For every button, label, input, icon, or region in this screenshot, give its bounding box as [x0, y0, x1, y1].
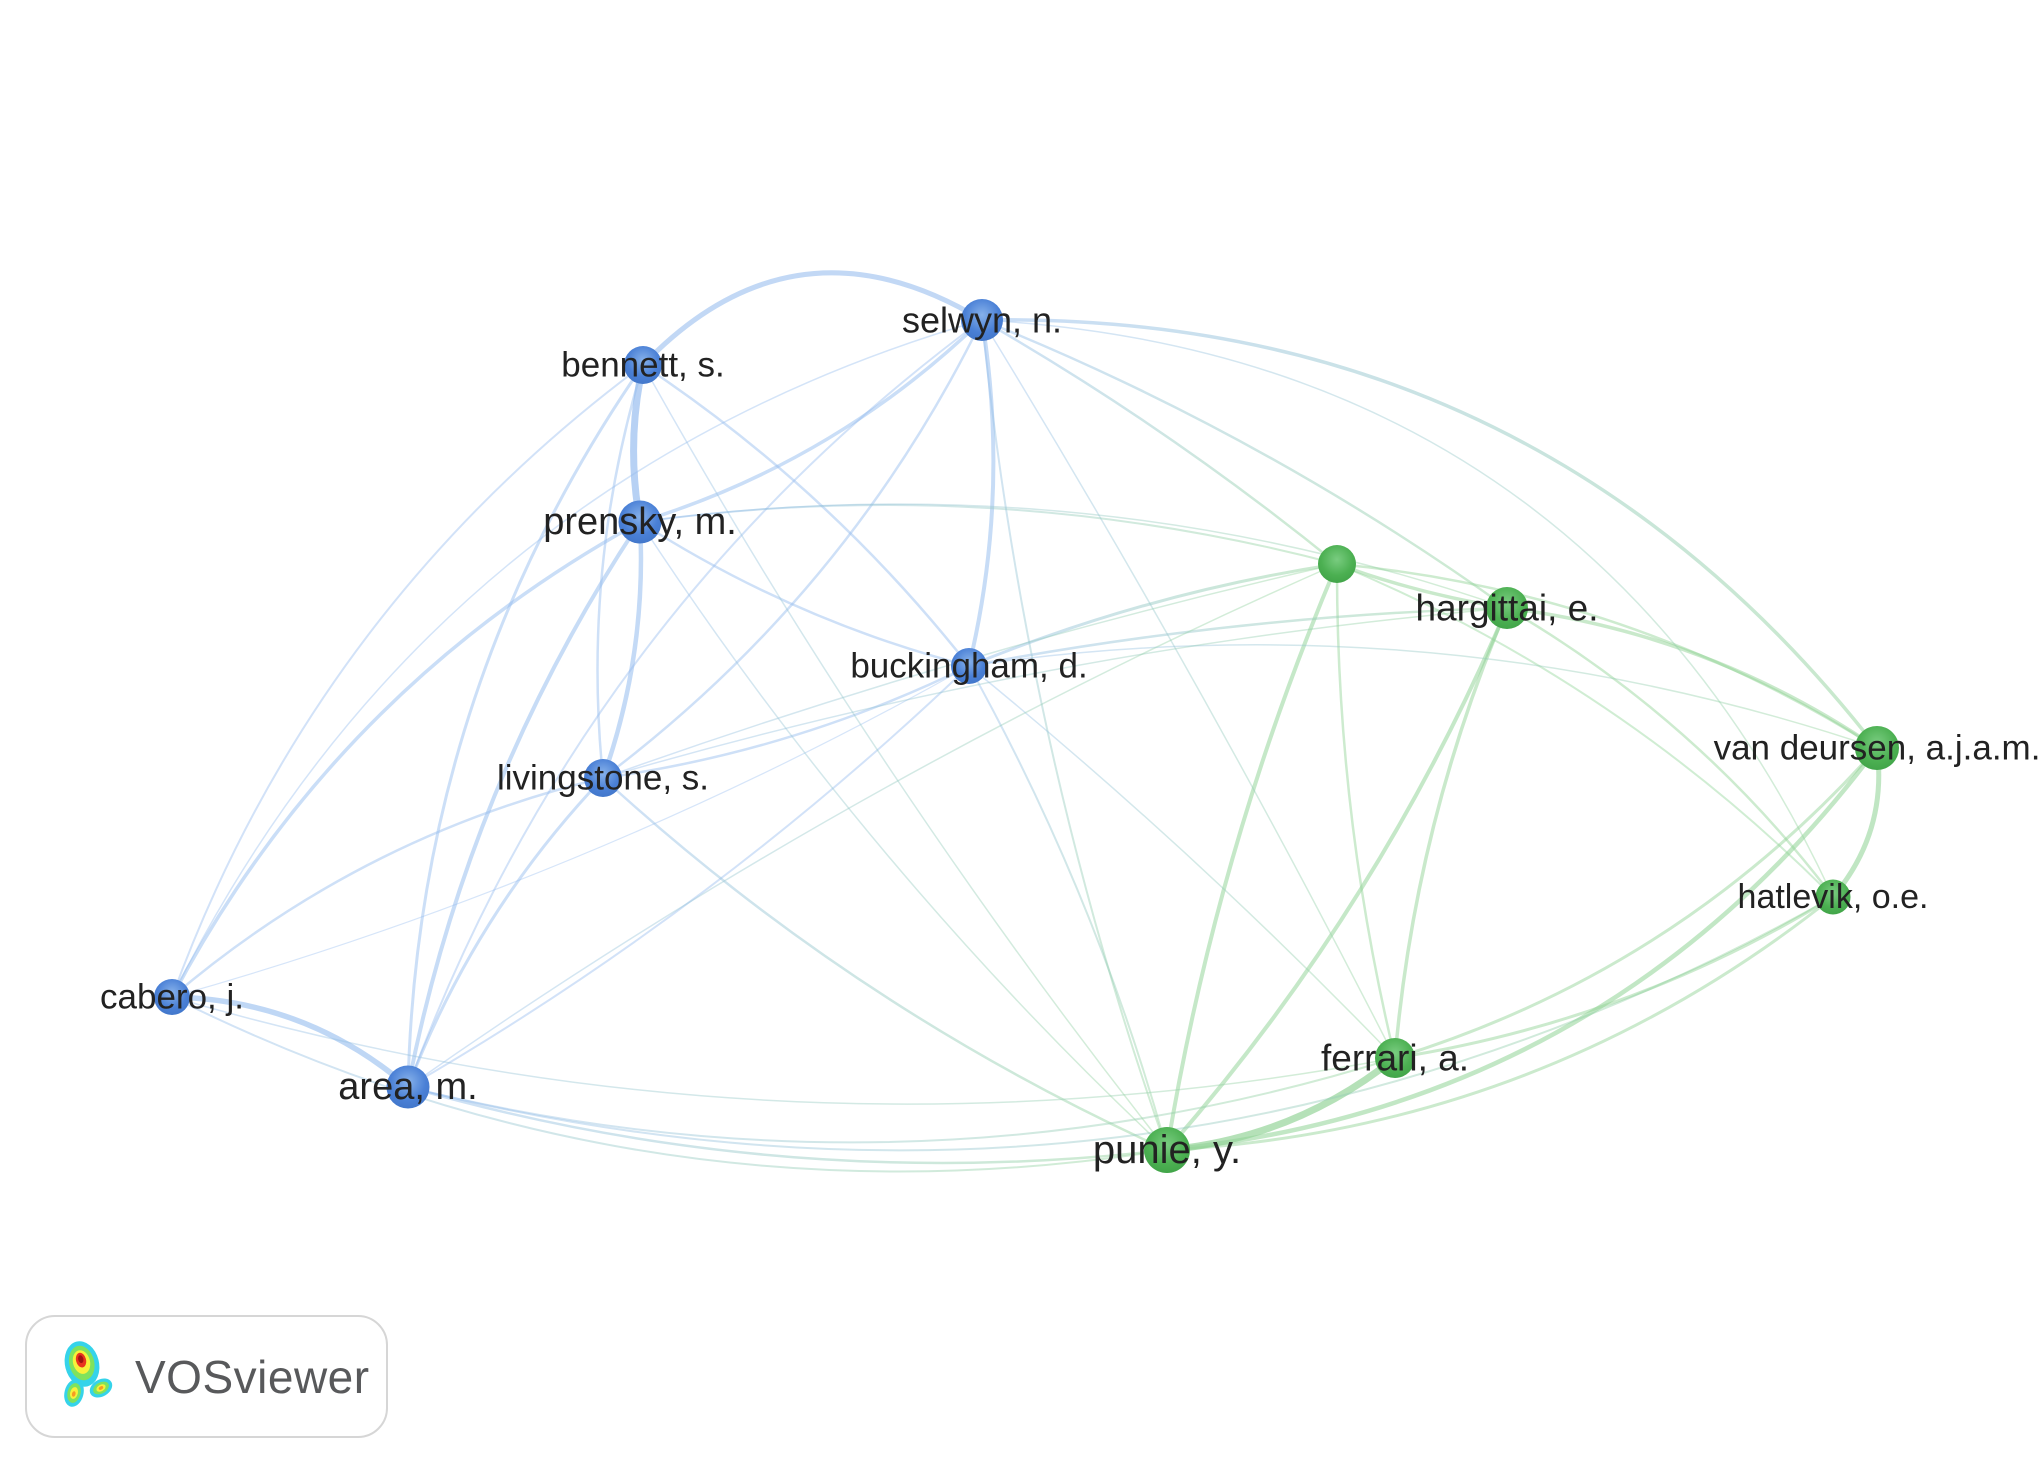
network-node-hatlevik[interactable]: [1815, 879, 1851, 915]
network-edge-bennett-selwyn: [640, 270, 985, 368]
network-edge-selwyn-livingstone: [601, 318, 984, 780]
network-node-area[interactable]: [386, 1065, 430, 1109]
network-edge-buckingham-cabero: [171, 665, 970, 998]
network-edge-prensky-cabero: [170, 520, 642, 999]
network-edge-punie-unnamed: [1165, 562, 1339, 1152]
vosviewer-heatmap-icon: [64, 1340, 113, 1407]
network-edge-buckingham-livingstone: [601, 664, 971, 780]
network-edge-hargittai-hatlevik: [1505, 606, 1835, 899]
network-edge-bennett-cabero: [171, 364, 644, 998]
node-label-bennett[interactable]: bennett, s.: [561, 346, 724, 385]
network-edge-prensky-area: [406, 520, 642, 1089]
network-node-livingstone[interactable]: [584, 759, 622, 797]
network-edge-selwyn-cabero: [171, 319, 983, 998]
network-node-prensky[interactable]: [618, 500, 662, 544]
vosviewer-logo: VOSviewer: [25, 1315, 388, 1438]
network-edge-unnamed-vandeursen: [1335, 562, 1879, 750]
network-node-punie[interactable]: [1144, 1127, 1190, 1173]
network-edge-livingstone-area: [406, 776, 605, 1089]
network-node-unnamed[interactable]: [1318, 545, 1356, 583]
network-edge-prensky-hargittai: [639, 503, 1508, 609]
network-edge-selwyn-area: [407, 319, 983, 1088]
network-node-selwyn[interactable]: [961, 299, 1003, 341]
network-node-bennett[interactable]: [624, 346, 662, 384]
node-label-prensky[interactable]: prensky, m.: [543, 501, 737, 543]
vosviewer-logo-text: VOSviewer: [135, 1350, 370, 1403]
labels-layer: selwyn, n. bennett, s. prensky, m. buckingh…: [100, 300, 2040, 1173]
network-node-vandeursen[interactable]: [1855, 726, 1899, 770]
network-edge-ferrari-hatlevik: [1393, 895, 1835, 1060]
network-edge-selwyn-ferrari: [981, 319, 1396, 1059]
node-label-hargittai[interactable]: hargittai, e.: [1415, 588, 1598, 629]
network-edge-ferrari-unnamed: [1335, 562, 1397, 1060]
network-edge-cabero-punie: [171, 996, 1168, 1173]
network-edge-buckingham-ferrari: [968, 665, 1396, 1059]
network-edge-ferrari-vandeursen: [1393, 746, 1879, 1060]
network-edge-punie-hatlevik: [1165, 895, 1835, 1152]
network-edge-buckingham-unnamed: [967, 562, 1339, 668]
network-edge-area-ferrari: [407, 1057, 1396, 1144]
network-node-hargittai[interactable]: [1486, 587, 1528, 629]
network-edge-bennett-livingstone: [596, 363, 645, 780]
node-label-vandeursen[interactable]: van deursen, a.j.a.m.: [1714, 729, 2041, 768]
network-edge-area-hatlevik: [407, 896, 1834, 1152]
nodes-layer: [154, 299, 1899, 1173]
network-edge-livingstone-cabero: [170, 776, 605, 999]
network-edge-selwyn-hatlevik: [981, 319, 1834, 898]
network-edge-buckingham-vandeursen: [968, 644, 1878, 749]
network-edge-cabero-ferrari: [171, 996, 1396, 1105]
network-edge-selwyn-buckingham: [967, 318, 996, 668]
network-edge-area-punie: [406, 1085, 1169, 1165]
network-edge-buckingham-hargittai: [967, 606, 1509, 668]
network-edge-livingstone-hargittai: [602, 607, 1508, 779]
edges-layer: [169, 270, 1882, 1173]
network-edge-prensky-livingstone: [600, 519, 644, 781]
network-edge-cabero-area: [169, 994, 411, 1090]
node-label-ferrari[interactable]: ferrari, a.: [1321, 1038, 1469, 1079]
network-edge-buckingham-punie: [968, 665, 1168, 1151]
network-edge-unnamed-hatlevik: [1336, 563, 1834, 898]
network-edge-prensky-selwyn: [638, 318, 984, 524]
network-edge-bennett-area: [406, 363, 645, 1089]
network-edge-prensky-punie: [639, 521, 1168, 1151]
node-label-hatlevik[interactable]: hatlevik, o.e.: [1738, 878, 1929, 916]
network-edge-punie-vandeursen: [1164, 745, 1880, 1153]
network-node-buckingham[interactable]: [951, 648, 987, 684]
network-edge-ferrari-hargittai: [1393, 606, 1509, 1060]
network-edge-bennett-punie: [642, 364, 1168, 1151]
network-edge-prensky-buckingham: [638, 520, 971, 668]
network-node-cabero[interactable]: [154, 979, 190, 1015]
network-node-ferrari[interactable]: [1375, 1038, 1415, 1078]
network-edge-selwyn-punie: [981, 319, 1168, 1151]
node-label-livingstone[interactable]: livingstone, s.: [497, 759, 709, 798]
network-edge-livingstone-punie: [601, 776, 1169, 1152]
network-edge-selwyn-vandeursen: [980, 318, 1879, 750]
node-label-area[interactable]: area, m.: [338, 1066, 477, 1108]
node-label-buckingham[interactable]: buckingham, d.: [850, 647, 1087, 686]
network-edge-hargittai-vandeursen: [1505, 606, 1879, 750]
node-label-punie[interactable]: punie, y.: [1093, 1128, 1241, 1172]
network-edge-selwyn-hargittai: [980, 318, 1509, 610]
network-edge-area-unnamed: [407, 563, 1338, 1088]
network-edge-bennett-buckingham: [641, 363, 971, 668]
network-edge-punie-hargittai: [1165, 606, 1509, 1152]
network-edge-buckingham-area: [407, 665, 970, 1088]
node-label-selwyn[interactable]: selwyn, n.: [902, 300, 1062, 341]
node-label-cabero[interactable]: cabero, j.: [100, 978, 244, 1017]
network-edge-selwyn-unnamed: [980, 318, 1339, 566]
